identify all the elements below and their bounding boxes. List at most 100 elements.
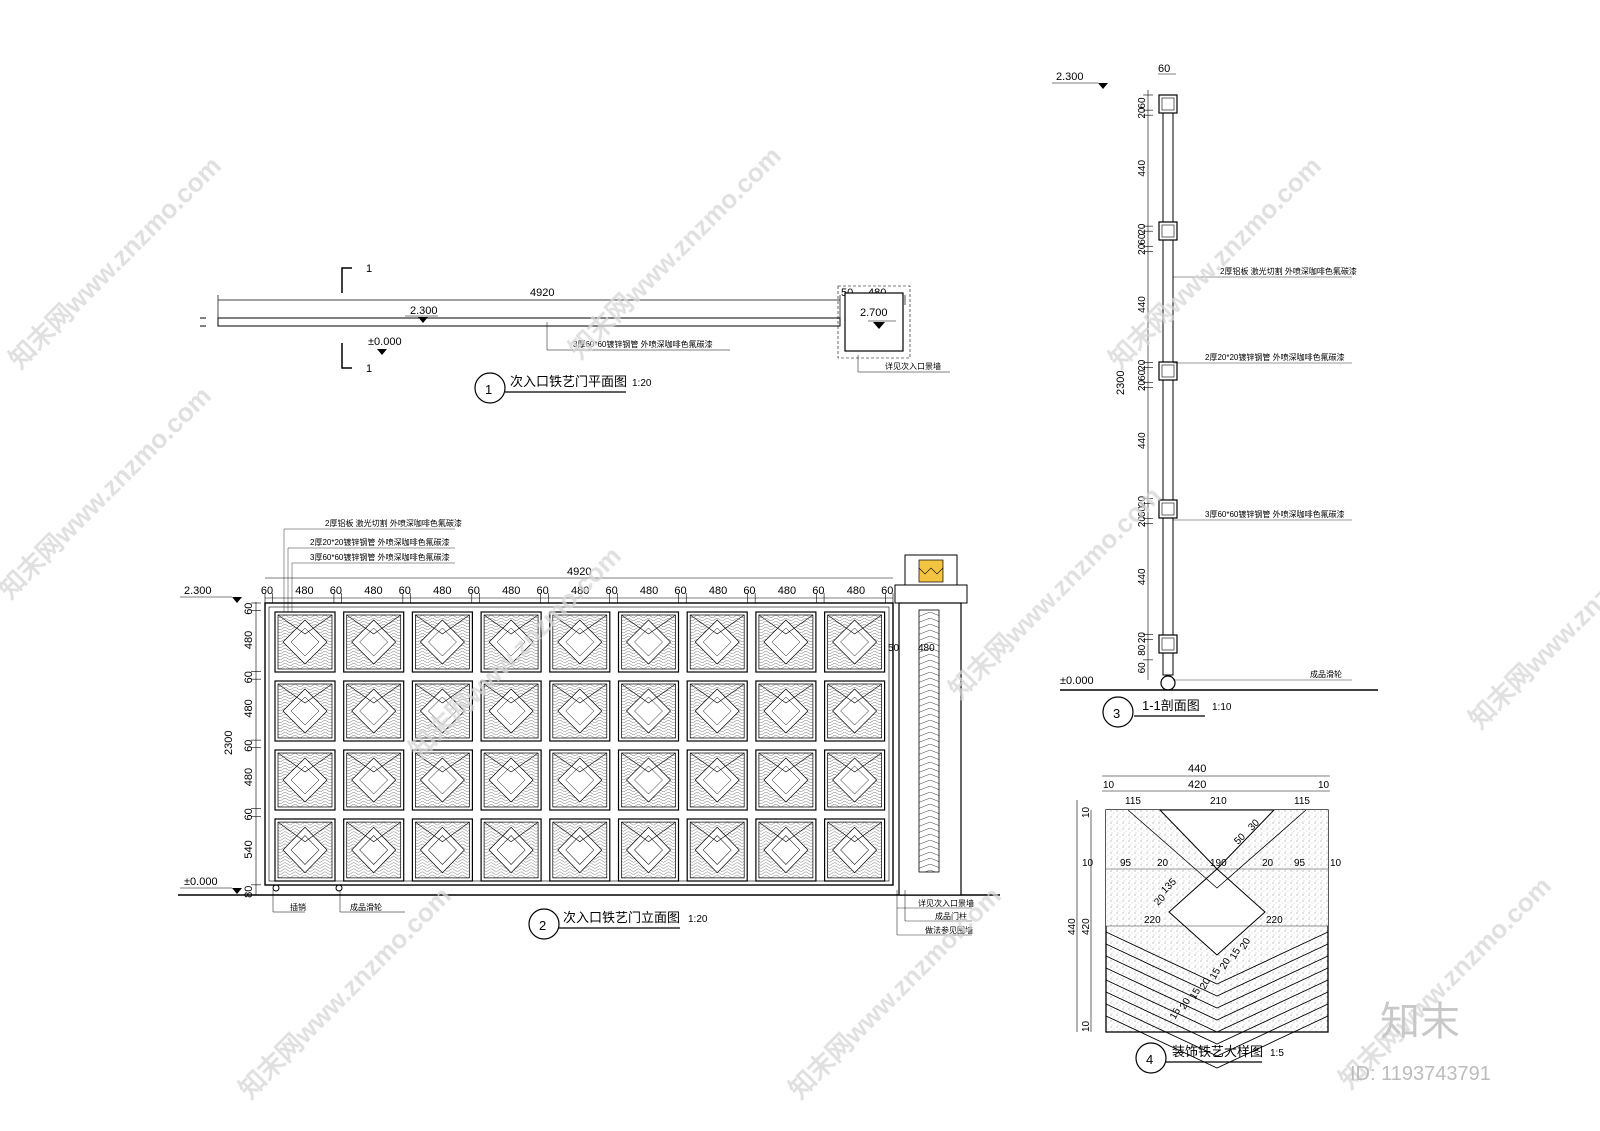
watermark-1: 知末网www.znzmo.com bbox=[3, 150, 227, 374]
detail-220-left: 220 bbox=[1144, 915, 1161, 926]
sec-dim-1: 20 bbox=[1137, 107, 1148, 119]
watermark-3: 知末网www.znzmo.com bbox=[0, 380, 217, 604]
elev-left-dim-6: 60 bbox=[243, 808, 255, 820]
plan-title: 次入口铁艺门平面图 bbox=[510, 374, 627, 389]
gate-panel bbox=[823, 749, 886, 811]
detail-stripe-3: 15 bbox=[1188, 986, 1203, 1002]
plan-gate-bar bbox=[217, 317, 841, 327]
gate-panel bbox=[617, 611, 680, 673]
gate-panel bbox=[274, 749, 336, 811]
detail-mid-5: 20 bbox=[1262, 858, 1274, 869]
watermark-9: 知末网www.znzmo.com bbox=[1463, 510, 1600, 734]
sec-dim-15: 20 bbox=[1137, 632, 1148, 644]
elev-top-dim-15: 480 bbox=[778, 585, 796, 597]
pier-lamp-light bbox=[918, 559, 944, 583]
sec-dim-11: 20 bbox=[1137, 495, 1148, 507]
gate-panel bbox=[411, 818, 474, 882]
plan-note-tube: 3厚60*60镀锌钢管 外喷深咖啡色氟碳漆 bbox=[573, 339, 713, 349]
sec-note-2: 2厚20*20镀锌钢管 外喷深咖啡色氟碳漆 bbox=[1205, 352, 1345, 362]
sec-note-1: 2厚铝板 激光切割 外喷深咖啡色氟碳漆 bbox=[1220, 266, 1357, 276]
gate-panel bbox=[274, 680, 336, 742]
detail-mid-3: 20 bbox=[1157, 858, 1169, 869]
watermark-6: 知末网www.znzmo.com bbox=[943, 480, 1167, 704]
detail-dim-total: 440 bbox=[1188, 763, 1206, 775]
sec-wheel bbox=[1160, 675, 1176, 691]
detail-chevron-stripe bbox=[1105, 991, 1329, 1045]
sec-dim-4: 60 bbox=[1137, 233, 1148, 245]
elev-top-dim-0: 60 bbox=[261, 585, 273, 597]
detail-mid-1: 10 bbox=[1082, 858, 1094, 869]
sec-dim-5: 20 bbox=[1137, 243, 1148, 255]
sec-dim-7: 20 bbox=[1137, 359, 1148, 371]
watermark-7: 知末网www.znzmo.com bbox=[233, 880, 457, 1104]
gate-panel bbox=[823, 818, 886, 882]
plan-level-pier: 2.700 bbox=[860, 307, 888, 319]
elev-left-dim-2: 60 bbox=[243, 671, 255, 683]
elev-left-dim-5: 480 bbox=[243, 768, 255, 786]
gate-panel bbox=[686, 680, 748, 742]
sec-dim-6: 440 bbox=[1137, 296, 1148, 313]
elev-top-dim-12: 60 bbox=[674, 585, 686, 597]
gate-panel bbox=[274, 818, 336, 882]
section-mark-top: 1 bbox=[366, 263, 372, 275]
sec-title-circle bbox=[1102, 696, 1134, 728]
gate-panel bbox=[617, 818, 680, 882]
sec-tube-node bbox=[1158, 361, 1178, 381]
elev-top-dim-6: 60 bbox=[468, 585, 480, 597]
detail-chevron-stripe bbox=[1105, 943, 1329, 997]
sec-tube-node bbox=[1158, 94, 1178, 114]
detail-mid-row: 10 95 20 190 20 95 10 bbox=[1082, 858, 1342, 869]
elev-top-dim-2: 60 bbox=[330, 585, 342, 597]
detail-stripe-4: 20 bbox=[1198, 976, 1213, 992]
sec-number: 3 bbox=[1113, 706, 1120, 721]
detail-side-2: 420 bbox=[1081, 918, 1092, 935]
elev-top-dim-5: 480 bbox=[433, 585, 451, 597]
gate-panel bbox=[549, 680, 611, 742]
sec-scale: 1:10 bbox=[1212, 702, 1232, 713]
plan-level-ground: ±0.000 bbox=[368, 336, 402, 348]
elev-note-pin: 插销 bbox=[290, 902, 306, 912]
elev-left-dim-8: 80 bbox=[243, 886, 255, 898]
gate-panel bbox=[549, 749, 611, 811]
gate-panel bbox=[686, 818, 748, 882]
section-mark-bottom: 1 bbox=[366, 363, 372, 375]
sec-dim-0: 60 bbox=[1137, 97, 1148, 109]
detail-title-circle bbox=[1135, 1042, 1167, 1074]
sec-dim-8: 60 bbox=[1137, 369, 1148, 381]
elev-top-dim-13: 480 bbox=[709, 585, 727, 597]
sec-dim-14: 440 bbox=[1137, 568, 1148, 585]
detail-side-3: 10 bbox=[1081, 1020, 1092, 1032]
gate-panel bbox=[755, 749, 817, 811]
detail-chevron-stripe bbox=[1105, 1003, 1329, 1057]
sec-dim-16: 80 bbox=[1137, 644, 1148, 656]
sec-title: 1-1剖面图 bbox=[1142, 698, 1200, 713]
sec-nodes bbox=[1158, 94, 1178, 654]
gate-panel bbox=[274, 611, 336, 673]
detail-dim-edge-right: 10 bbox=[1318, 780, 1330, 791]
sec-dim-9: 20 bbox=[1137, 379, 1148, 391]
detail-stripe-5: 15 bbox=[1208, 966, 1223, 982]
detail-top-3: 115 bbox=[1294, 796, 1310, 807]
plan-title-circle bbox=[474, 372, 506, 404]
elev-top-dim-1: 480 bbox=[295, 585, 313, 597]
gate-panel bbox=[617, 680, 680, 742]
gate-panel bbox=[549, 818, 611, 882]
detail-stripe-2: 20 bbox=[1178, 996, 1193, 1012]
elev-title-circle bbox=[528, 908, 560, 940]
sec-dim-10: 440 bbox=[1137, 432, 1148, 449]
detail-title: 装饰铁艺大样图 bbox=[1172, 1044, 1263, 1059]
elev-left-dim-7: 540 bbox=[243, 840, 255, 858]
pier-dim-a: 50 bbox=[888, 643, 900, 654]
detail-side-1: 10 bbox=[1081, 806, 1092, 818]
gate-panel bbox=[686, 749, 748, 811]
detail-scale: 1:5 bbox=[1270, 1048, 1284, 1059]
elev-note-3: 3厚60*60镀锌钢管 外喷深咖啡色氟碳漆 bbox=[310, 552, 450, 562]
detail-stripe-6: 20 bbox=[1218, 956, 1233, 972]
gate-panel bbox=[755, 818, 817, 882]
section-cut-bottom bbox=[341, 343, 352, 369]
elev-note-1: 2厚铝板 激光切割 外喷深咖啡色氟碳漆 bbox=[325, 518, 462, 528]
elev-note-right-1: 详见次入口景墙 bbox=[918, 898, 974, 908]
